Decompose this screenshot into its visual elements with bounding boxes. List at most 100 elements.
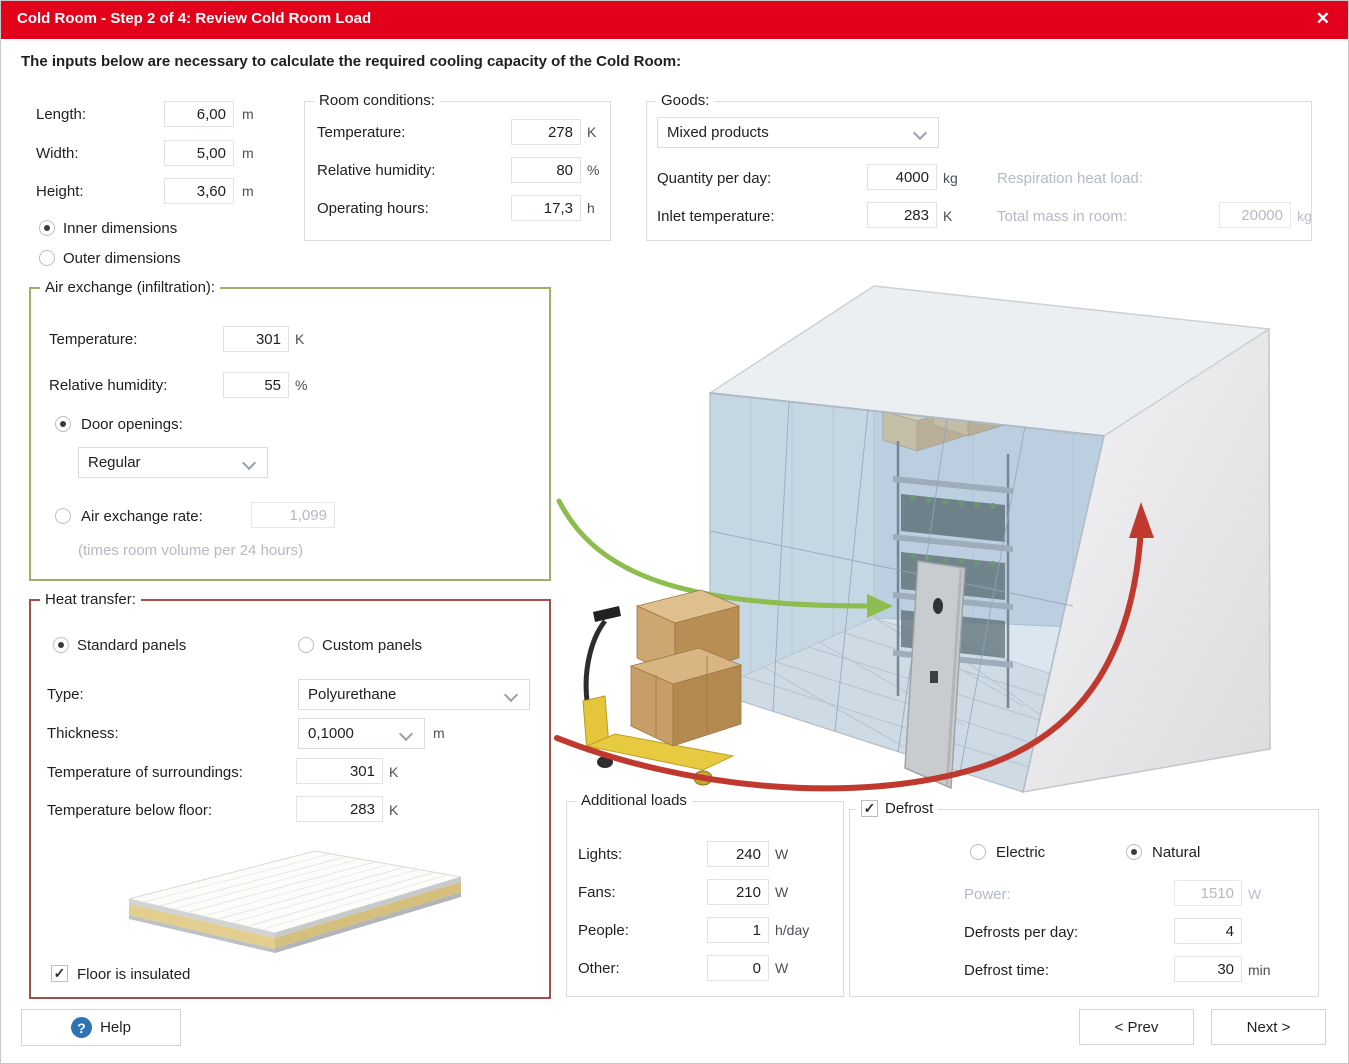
room-humidity-input[interactable]: 80: [511, 157, 581, 183]
air-exchange-rate-note: (times room volume per 24 hours): [78, 542, 304, 559]
cold-room-illustration: [554, 285, 1272, 793]
cold-room-door: [904, 560, 966, 790]
below-floor-temp-input[interactable]: 283: [296, 796, 383, 822]
glass-wall: [709, 392, 1105, 793]
chevron-down-icon: [241, 455, 257, 471]
room-conditions-group: Room conditions: Temperature: 278 K Rela…: [304, 92, 611, 241]
fans-label: Fans:: [578, 884, 616, 901]
chevron-down-icon: [503, 687, 519, 703]
thickness-unit: m: [433, 725, 445, 741]
air-exchange-rate-radio[interactable]: [55, 508, 71, 524]
goods-group: Goods: Mixed products Quantity per day: …: [646, 92, 1312, 241]
electric-defrost-radio[interactable]: [970, 844, 986, 860]
defrost-label: Defrost: [885, 800, 934, 817]
fans-input[interactable]: 210: [707, 879, 769, 905]
electric-defrost-label: Electric: [996, 844, 1046, 861]
air-exchange-title: Air exchange (infiltration):: [40, 279, 221, 296]
custom-panels-label: Custom panels: [322, 637, 423, 654]
surroundings-temp-unit: K: [389, 764, 399, 780]
lights-input[interactable]: 240: [707, 841, 769, 867]
standard-panels-label: Standard panels: [77, 637, 187, 654]
total-mass-unit: kg: [1297, 208, 1312, 224]
goods-product-dropdown[interactable]: Mixed products: [657, 117, 939, 148]
length-label: Length:: [36, 106, 87, 123]
prev-button[interactable]: < Prev: [1079, 1009, 1194, 1045]
defrost-time-input[interactable]: 30: [1174, 956, 1242, 982]
height-unit: m: [242, 183, 254, 199]
air-humidity-label: Relative humidity:: [49, 377, 168, 394]
air-temperature-input[interactable]: 301: [223, 326, 289, 352]
title-bar: Cold Room - Step 2 of 4: Review Cold Roo…: [1, 1, 1348, 39]
heat-transfer-group: Heat transfer: Standard panels Custom pa…: [29, 591, 551, 999]
room-humidity-label: Relative humidity:: [317, 162, 436, 179]
length-input[interactable]: 6,00: [164, 101, 234, 127]
door-openings-dropdown[interactable]: Regular: [78, 447, 268, 478]
floor-insulated-checkbox[interactable]: ✓: [51, 965, 68, 982]
defrosts-per-day-input[interactable]: 4: [1174, 918, 1242, 944]
goods-title: Goods:: [656, 92, 715, 109]
air-exchange-rate-label: Air exchange rate:: [81, 508, 203, 525]
outer-dimensions-label: Outer dimensions: [63, 250, 181, 267]
other-label: Other:: [578, 960, 620, 977]
door-openings-radio[interactable]: [55, 416, 71, 432]
defrost-power-label: Power:: [964, 886, 1011, 903]
height-input[interactable]: 3,60: [164, 178, 234, 204]
natural-defrost-radio[interactable]: [1126, 844, 1142, 860]
below-floor-temp-label: Temperature below floor:: [47, 802, 213, 819]
dialog-title: Cold Room - Step 2 of 4: Review Cold Roo…: [17, 10, 372, 27]
quantity-per-day-label: Quantity per day:: [657, 170, 772, 187]
defrost-time-unit: min: [1248, 962, 1271, 978]
inner-dimensions-radio[interactable]: [39, 220, 55, 236]
help-button[interactable]: ? Help: [21, 1009, 181, 1046]
width-input[interactable]: 5,00: [164, 140, 234, 166]
defrost-time-label: Defrost time:: [964, 962, 1050, 979]
room-temperature-input[interactable]: 278: [511, 119, 581, 145]
air-exchange-group: Air exchange (infiltration): Temperature…: [29, 279, 551, 581]
inner-dimensions-label: Inner dimensions: [63, 220, 178, 237]
inlet-temperature-unit: K: [943, 208, 953, 224]
standard-panels-radio[interactable]: [53, 637, 69, 653]
other-input[interactable]: 0: [707, 955, 769, 981]
heat-transfer-title: Heat transfer:: [40, 591, 141, 608]
lights-unit: W: [775, 846, 789, 862]
room-temperature-unit: K: [587, 124, 597, 140]
people-input[interactable]: 1: [707, 917, 769, 943]
quantity-per-day-unit: kg: [943, 170, 958, 186]
room-temperature-label: Temperature:: [317, 124, 406, 141]
fans-unit: W: [775, 884, 789, 900]
outer-dimensions-radio[interactable]: [39, 250, 55, 266]
panel-type-dropdown[interactable]: Polyurethane: [298, 679, 530, 710]
custom-panels-radio[interactable]: [298, 637, 314, 653]
defrost-power-input: 1510: [1174, 880, 1242, 906]
quantity-per-day-input[interactable]: 4000: [867, 164, 937, 190]
defrost-checkbox[interactable]: ✓: [861, 800, 878, 817]
close-icon[interactable]: ✕: [1315, 9, 1330, 28]
air-humidity-input[interactable]: 55: [223, 372, 289, 398]
next-button[interactable]: Next >: [1211, 1009, 1326, 1045]
height-label: Height:: [36, 183, 84, 200]
chevron-down-icon: [398, 726, 414, 742]
operating-hours-unit: h: [587, 200, 595, 216]
below-floor-temp-unit: K: [389, 802, 399, 818]
defrost-power-unit: W: [1248, 886, 1262, 902]
room-conditions-title: Room conditions:: [314, 92, 440, 109]
operating-hours-input[interactable]: 17,3: [511, 195, 581, 221]
length-unit: m: [242, 106, 254, 122]
air-humidity-unit: %: [295, 377, 308, 393]
thickness-dropdown[interactable]: 0,1000: [298, 718, 425, 749]
inlet-temperature-label: Inlet temperature:: [657, 208, 775, 225]
width-label: Width:: [36, 145, 79, 162]
surroundings-temp-input[interactable]: 301: [296, 758, 383, 784]
people-label: People:: [578, 922, 629, 939]
inlet-temperature-input[interactable]: 283: [867, 202, 937, 228]
air-exchange-rate-input: 1,099: [251, 502, 335, 528]
surroundings-temp-label: Temperature of surroundings:: [47, 764, 243, 781]
additional-loads-title: Additional loads: [576, 792, 692, 809]
natural-defrost-label: Natural: [1152, 844, 1201, 861]
air-temperature-unit: K: [295, 331, 305, 347]
door-openings-label: Door openings:: [81, 416, 183, 433]
green-arrow-icon: [556, 498, 893, 618]
defrosts-per-day-label: Defrosts per day:: [964, 924, 1079, 941]
operating-hours-label: Operating hours:: [317, 200, 429, 217]
